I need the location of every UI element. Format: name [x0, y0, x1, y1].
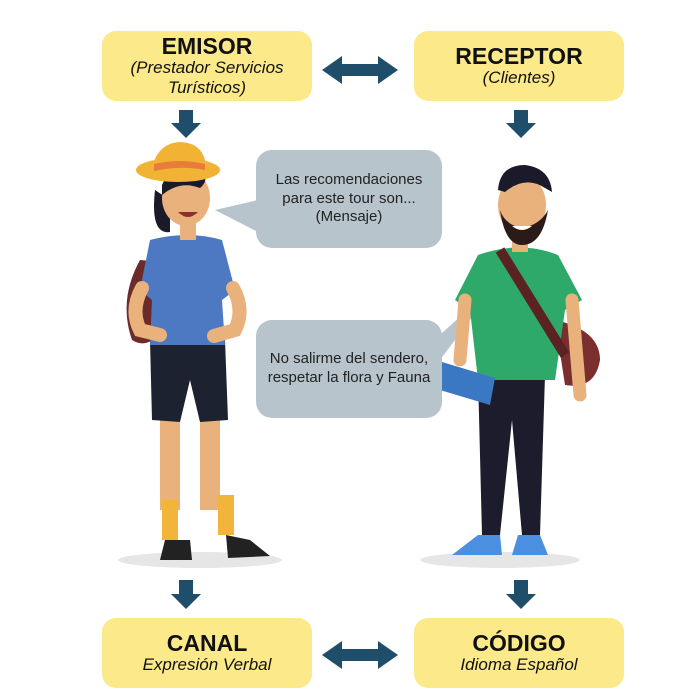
bubble-tail-mensaje [215, 200, 258, 232]
respuesta-bubble: No salirme del sendero, respetar la flor… [256, 320, 442, 418]
down-arrow-receptor [506, 110, 536, 138]
receptor-subtitle: (Clientes) [482, 67, 556, 87]
receptor-box: RECEPTOR (Clientes) [414, 31, 624, 101]
double-arrow-top [322, 56, 398, 84]
codigo-box: CÓDIGO Idioma Español [414, 618, 624, 688]
respuesta-text: No salirme del sendero, respetar la flor… [267, 350, 431, 386]
down-arrow-emisor [171, 110, 201, 138]
double-arrow-bottom [322, 641, 398, 669]
down-arrow-codigo [506, 580, 536, 609]
canal-subtitle: Expresión Verbal [142, 654, 272, 674]
emisor-title: EMISOR [161, 32, 253, 59]
man-tourist-figure [420, 165, 600, 568]
canal-box: CANAL Expresión Verbal [102, 618, 312, 688]
down-arrow-canal [171, 580, 201, 609]
woman-guide-figure [118, 142, 282, 568]
codigo-subtitle: Idioma Español [460, 654, 578, 674]
codigo-title: CÓDIGO [472, 629, 566, 656]
emisor-box: EMISOR (Prestador Servicios Turísticos) [102, 31, 312, 101]
canal-title: CANAL [166, 629, 248, 656]
mensaje-bubble: Las recomendaciones para este tour son..… [256, 150, 442, 248]
mensaje-text: Las recomendaciones para este tour son..… [275, 170, 423, 226]
emisor-subtitle: (Prestador Servicios Turísticos) [130, 57, 284, 98]
receptor-title: RECEPTOR [455, 42, 583, 69]
